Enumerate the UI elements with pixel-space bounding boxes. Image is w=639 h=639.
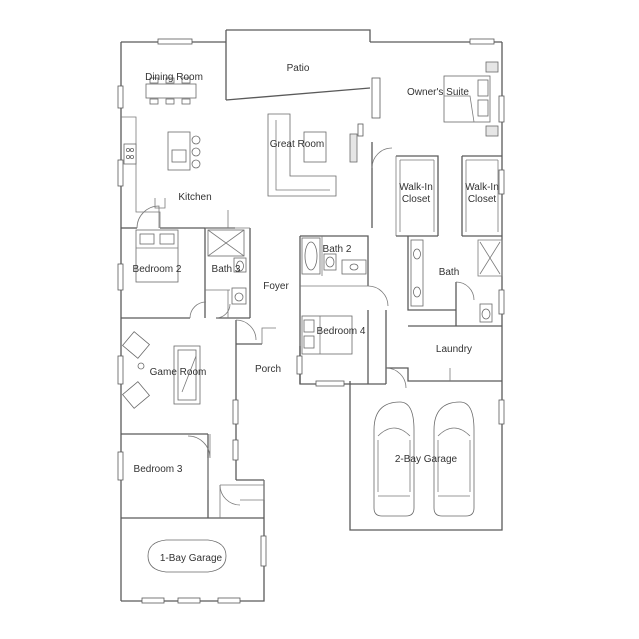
room-label-two-bay-garage: 2-Bay Garage — [395, 454, 458, 465]
owners-bath-fixtures — [410, 239, 501, 323]
room-label-bedroom-2: Bedroom 2 — [133, 264, 182, 275]
closet-shelving — [399, 159, 499, 232]
kitchen-island — [123, 131, 201, 171]
bedroom-2-bed — [135, 229, 179, 283]
bath-3-fixtures — [207, 229, 247, 305]
doors — [136, 147, 475, 506]
room-label-owners-suite: Owner's Suite — [407, 87, 469, 98]
windows — [117, 38, 505, 604]
game-room-furniture — [121, 331, 201, 409]
room-label-patio: Patio — [287, 63, 310, 74]
room-label-kitchen: Kitchen — [178, 192, 211, 203]
bedroom-4-bed — [301, 315, 353, 355]
room-label-one-bay-garage: 1-Bay Garage — [160, 553, 223, 564]
room-label-bath: Bath — [439, 267, 460, 278]
room-label-bedroom-3: Bedroom 3 — [134, 464, 183, 475]
room-label-bedroom-4: Bedroom 4 — [317, 326, 366, 337]
room-label-foyer: Foyer — [263, 281, 289, 292]
dining-table — [145, 77, 197, 105]
room-labels: Patio Dining Room Owner's Suite Great Ro… — [133, 63, 499, 564]
bath-2-fixtures — [301, 237, 367, 275]
room-label-game-room: Game Room — [150, 367, 207, 378]
great-room-sofa — [267, 113, 358, 197]
room-label-porch: Porch — [255, 364, 281, 375]
room-label-bath-3: Bath 3 — [212, 264, 241, 275]
room-label-dining-room: Dining Room — [145, 72, 203, 83]
room-label-bath-2: Bath 2 — [323, 244, 352, 255]
interior-walls — [121, 116, 503, 519]
room-label-laundry: Laundry — [436, 344, 472, 355]
owners-bed — [443, 61, 499, 137]
two-bay-garage-cars — [373, 401, 475, 517]
room-label-great-room: Great Room — [270, 139, 324, 150]
one-bay-garage-car — [147, 539, 227, 573]
